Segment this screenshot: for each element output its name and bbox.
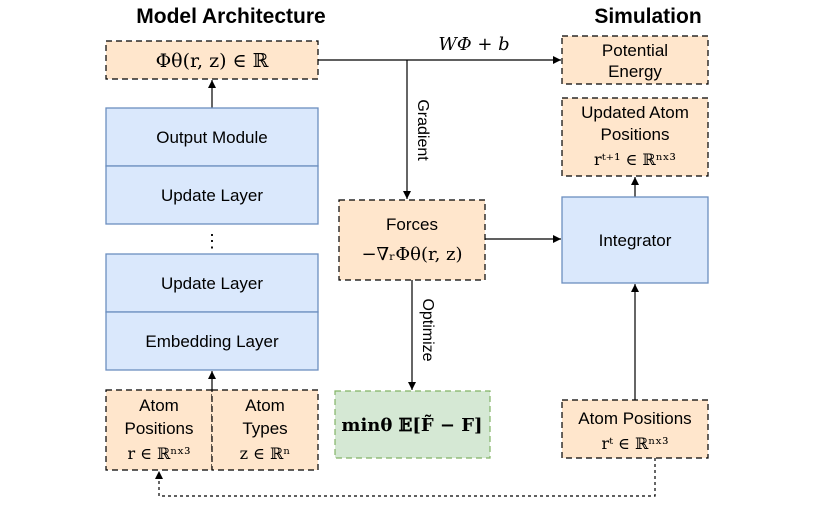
loss-math: minθ 𝔼[F̃ − F]: [341, 414, 482, 436]
atom-types-math: z ∈ ℝⁿ: [240, 444, 291, 463]
feedback-loop-dotted: [158, 458, 656, 497]
sim-positions-box: [561, 399, 709, 459]
edge-label-optimize: Optimize: [419, 298, 436, 361]
phi-text: Φθ(r, z) ∈ ℝ: [156, 50, 269, 72]
update-layer-top-label: Update Layer: [161, 186, 263, 205]
atom-positions-math: r ∈ ℝⁿˣ³: [127, 444, 190, 463]
update-layer-bottom-label: Update Layer: [161, 274, 263, 293]
sim-positions-math: rᵗ ∈ ℝⁿˣ³: [601, 434, 668, 453]
updated-positions-box: [561, 97, 709, 177]
integrator-box: [561, 196, 709, 284]
update-layer-bottom-box: [105, 253, 319, 313]
atom-positions-line2: Positions: [125, 419, 194, 438]
loss-box: [334, 390, 491, 459]
header-model-architecture: Model Architecture: [136, 5, 325, 28]
forces-box: [338, 199, 486, 281]
edge-label-linear: WΦ + b: [438, 34, 509, 55]
updated-positions-line1: Updated Atom: [581, 103, 689, 122]
atom-positions-line1: Atom: [139, 396, 179, 415]
ellipsis-dots: ⋮: [203, 231, 221, 251]
integrator-label: Integrator: [599, 231, 672, 250]
embedding-layer-box: [105, 311, 319, 371]
atom-positions-box: [105, 389, 213, 471]
update-layer-top-box: [105, 165, 319, 225]
embedding-layer-label: Embedding Layer: [145, 332, 279, 351]
updated-positions-line2: Positions: [601, 125, 670, 144]
output-module-label: Output Module: [156, 128, 268, 147]
feedback-arrowhead: [155, 471, 163, 479]
forces-label: Forces: [386, 215, 438, 234]
atom-types-box: [211, 389, 319, 471]
phi-box: [105, 40, 319, 80]
potential-energy-box: [561, 35, 709, 85]
atom-types-line2: Types: [242, 419, 287, 438]
edge-label-gradient: Gradient: [414, 99, 431, 161]
updated-positions-math: rᵗ⁺¹ ∈ ℝⁿˣ³: [594, 150, 676, 169]
forces-math: −∇ᵣΦθ(r, z): [361, 244, 462, 265]
sim-positions-line1: Atom Positions: [578, 409, 691, 428]
potential-energy-line2: Energy: [608, 62, 662, 81]
header-simulation: Simulation: [594, 5, 701, 28]
potential-energy-line1: Potential: [602, 41, 668, 60]
output-module-box: [105, 107, 319, 167]
atom-types-line1: Atom: [245, 396, 285, 415]
